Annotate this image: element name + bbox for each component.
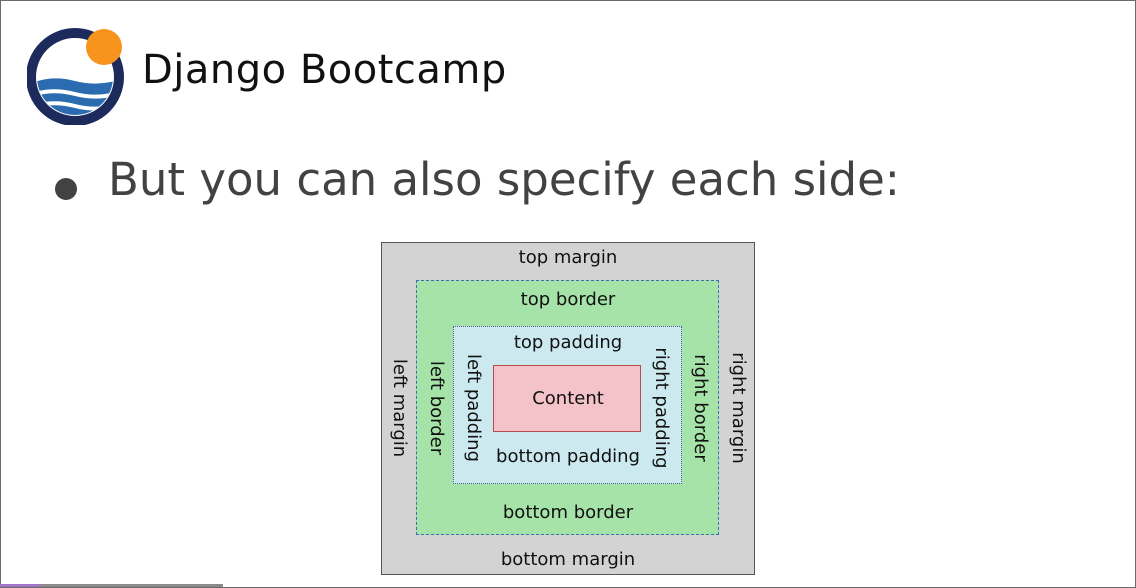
bullet-icon bbox=[55, 178, 77, 200]
content-area bbox=[493, 365, 641, 432]
progress-indicator bbox=[41, 584, 223, 587]
django-bootcamp-logo-icon bbox=[27, 28, 124, 125]
right-border-label: right border bbox=[690, 354, 711, 462]
top-padding-label: top padding bbox=[513, 332, 623, 353]
left-padding-label: left padding bbox=[463, 353, 484, 463]
top-border-label: top border bbox=[520, 289, 616, 310]
box-model-diagram: top margin top border top padding Conten… bbox=[381, 242, 755, 575]
progress-indicator-accent bbox=[0, 584, 47, 587]
left-margin-label: left margin bbox=[389, 358, 410, 458]
top-margin-label: top margin bbox=[518, 247, 618, 268]
right-margin-label: right margin bbox=[728, 352, 749, 464]
content-label: Content bbox=[532, 388, 604, 409]
bullet-text: But you can also specify each side: bbox=[108, 153, 900, 206]
page-title: Django Bootcamp bbox=[142, 47, 507, 93]
left-border-label: left border bbox=[426, 360, 447, 456]
bottom-border-label: bottom border bbox=[502, 502, 634, 523]
bottom-padding-label: bottom padding bbox=[496, 446, 640, 467]
bottom-margin-label: bottom margin bbox=[500, 549, 636, 570]
right-padding-label: right padding bbox=[651, 347, 672, 469]
